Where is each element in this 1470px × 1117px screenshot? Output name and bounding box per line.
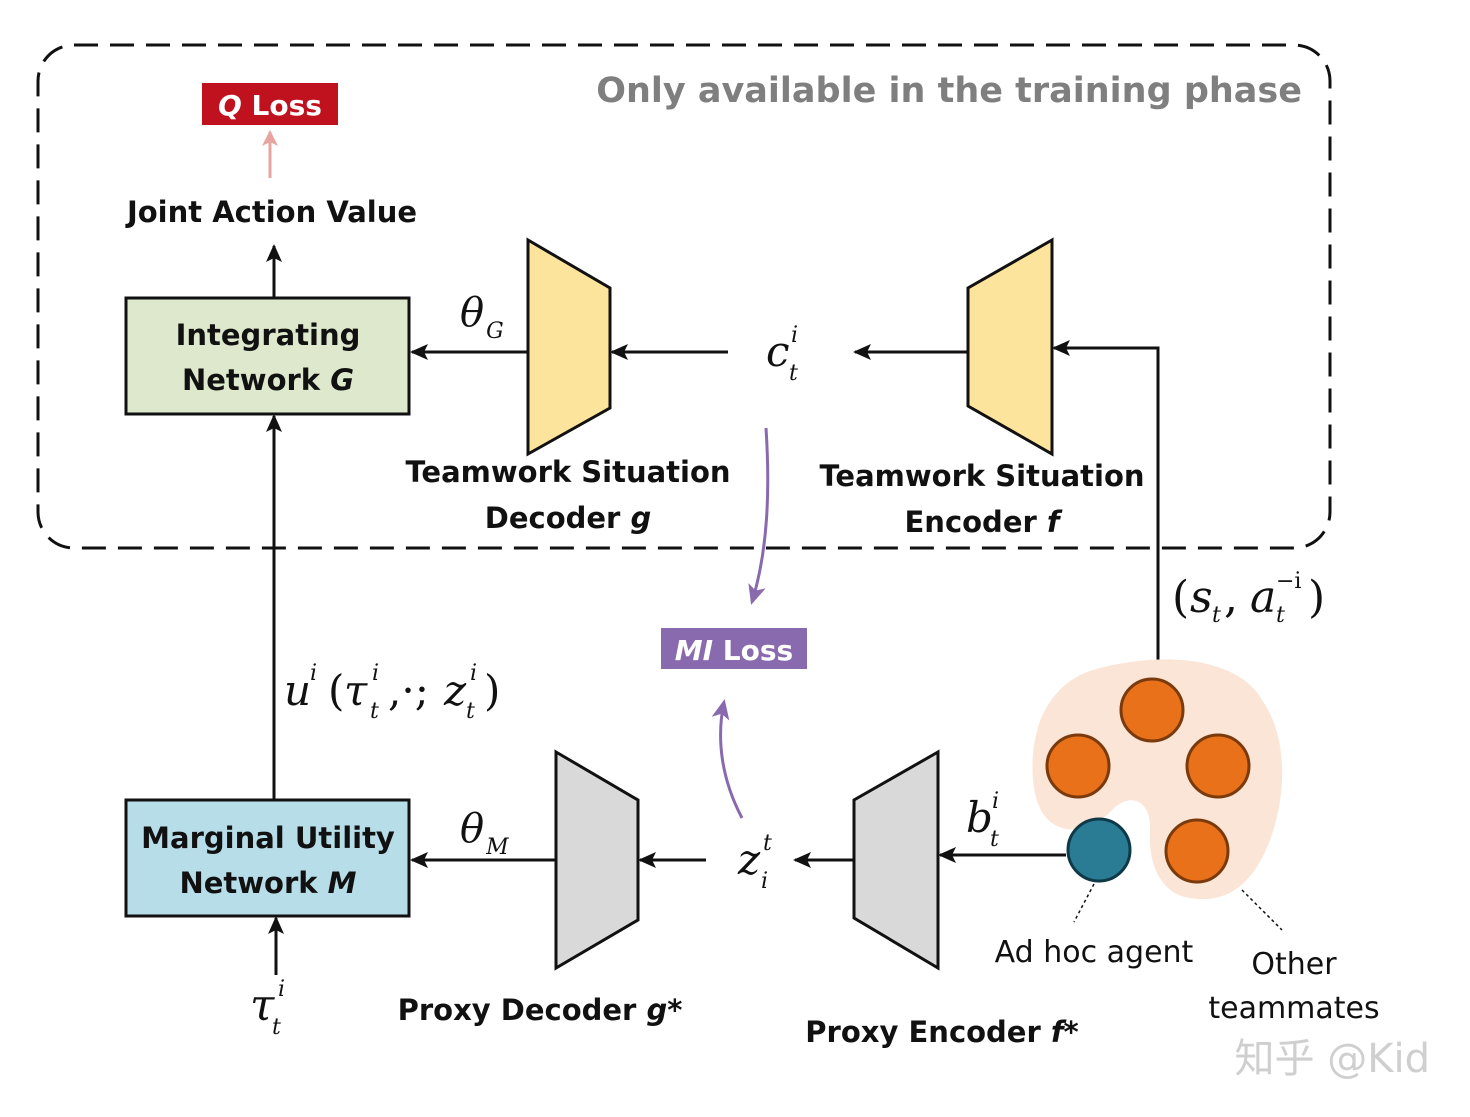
teammate-circle-2 xyxy=(1045,733,1111,799)
utility-expression: u i ( τ i t ,·; z i t ) xyxy=(284,661,500,724)
svg-text:(: ( xyxy=(1172,572,1189,623)
svg-text:): ) xyxy=(1308,572,1325,623)
teammate-circle-4 xyxy=(1164,818,1230,884)
q-loss-badge: Q Loss xyxy=(202,83,338,125)
b-variable: b xyxy=(966,793,993,842)
mi-arrow-from-z xyxy=(711,699,744,819)
c-variable-sub: t xyxy=(789,361,798,386)
ad-hoc-agent-circle xyxy=(1066,817,1132,883)
svg-text:Marginal Utility: Marginal Utility xyxy=(141,821,395,855)
svg-text:i: i xyxy=(372,661,379,686)
z-variable-sub: i xyxy=(761,869,768,894)
svg-text:τ: τ xyxy=(344,666,368,715)
ad-hoc-agent-label: Ad hoc agent xyxy=(995,935,1194,970)
other-teammates-label-2: teammates xyxy=(1208,991,1379,1026)
svg-text:t: t xyxy=(272,1015,281,1040)
svg-text:(: ( xyxy=(328,666,344,715)
svg-text:): ) xyxy=(484,666,500,715)
svg-text:u: u xyxy=(284,666,311,715)
svg-text:Integrating: Integrating xyxy=(176,318,361,352)
b-variable-sup: i xyxy=(992,789,999,814)
svg-text:τ: τ xyxy=(250,980,275,1031)
teammates-leader-line xyxy=(1241,889,1283,931)
svg-text:Network M: Network M xyxy=(179,866,356,900)
arrow-state-to-encoder xyxy=(1052,340,1160,660)
ts-decoder-label-1: Teamwork Situation xyxy=(405,455,730,489)
proxy-decoder-trapezoid xyxy=(554,749,640,971)
z-variable: z xyxy=(737,835,761,884)
proxy-encoder-label: Proxy Encoder f* xyxy=(805,1015,1078,1049)
integrating-network-box: Integrating Network G xyxy=(124,296,411,416)
svg-text:−i: −i xyxy=(1276,569,1301,594)
training-phase-region xyxy=(36,43,1332,550)
svg-text:i: i xyxy=(310,661,317,686)
svg-text:Q Loss: Q Loss xyxy=(218,89,322,122)
teammate-circle-1 xyxy=(1119,677,1185,743)
c-variable-sup: i xyxy=(791,323,798,348)
ts-decoder-label-2: Decoder g xyxy=(485,501,651,535)
proxy-decoder-label: Proxy Decoder g* xyxy=(398,993,683,1027)
svg-text:,: , xyxy=(1224,572,1238,623)
theta-m-label: θM xyxy=(460,806,509,860)
svg-text:MI Loss: MI Loss xyxy=(675,634,793,667)
marginal-utility-box: Marginal Utility Network M xyxy=(124,798,411,918)
ad-hoc-leader-line xyxy=(1073,883,1095,923)
svg-text:Network G: Network G xyxy=(182,363,354,397)
svg-text:t: t xyxy=(370,699,379,724)
c-variable: c xyxy=(766,327,790,376)
svg-text:z: z xyxy=(443,666,467,715)
proxy-encoder-trapezoid xyxy=(852,749,940,971)
svg-text:t: t xyxy=(1212,603,1221,628)
b-variable-sub: t xyxy=(990,827,999,852)
mi-arrow-from-c xyxy=(748,427,770,605)
svg-text:,·;: ,·; xyxy=(388,666,429,715)
ts-encoder-label-2: Encoder f xyxy=(904,505,1062,539)
training-phase-caption: Only available in the training phase xyxy=(596,71,1302,111)
svg-text:t: t xyxy=(466,699,475,724)
svg-text:i: i xyxy=(470,661,477,686)
state-action-label: ( s t , a −i t ) xyxy=(1172,569,1325,628)
svg-text:t: t xyxy=(1276,603,1285,628)
svg-text:s: s xyxy=(1190,572,1213,623)
theta-g-label: θG xyxy=(460,290,504,344)
joint-action-value-label: Joint Action Value xyxy=(125,195,417,229)
other-teammates-label-1: Other xyxy=(1251,947,1337,982)
watermark: 知乎 @Kid xyxy=(1235,1036,1430,1082)
svg-text:a: a xyxy=(1250,572,1276,623)
tau-input-label: τ i t xyxy=(250,977,285,1040)
z-variable-sup: t xyxy=(763,831,772,856)
svg-text:i: i xyxy=(278,977,285,1002)
ts-decoder-trapezoid xyxy=(526,237,612,457)
ts-encoder-trapezoid xyxy=(966,237,1054,457)
ts-encoder-label-1: Teamwork Situation xyxy=(819,459,1144,493)
teammate-circle-3 xyxy=(1185,733,1251,799)
mi-loss-badge: MI Loss xyxy=(661,628,807,669)
